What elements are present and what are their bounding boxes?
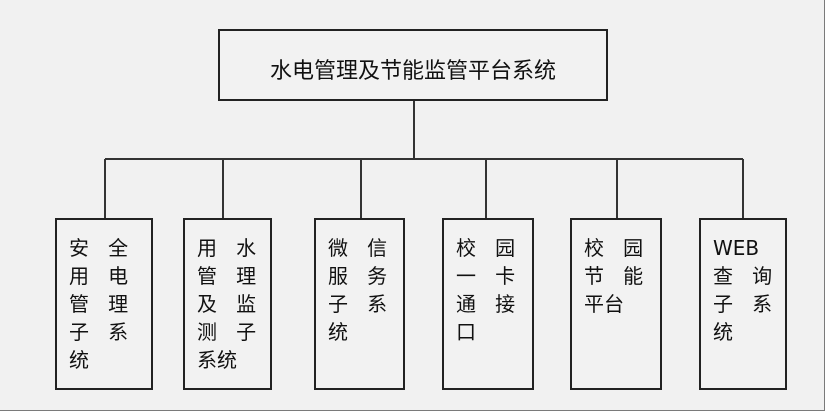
child-node-2-line-1: 用 水 bbox=[197, 236, 257, 260]
child-node-4-line-3: 通 接 bbox=[456, 292, 516, 316]
child-node-box-1: 安 全 用 电 管 理 子 系 统 bbox=[55, 218, 153, 390]
child-node-box-3: 微 信 服 务 子 系 统 bbox=[314, 218, 405, 390]
child-node-2-line-2: 管 理 bbox=[197, 264, 257, 288]
child-node-3-line-2: 服 务 bbox=[328, 264, 388, 288]
root-node-title: 水电管理及节能监管平台系统 bbox=[269, 59, 556, 84]
root-node-box: 水电管理及节能监管平台系统 bbox=[218, 29, 608, 101]
child-node-6-line-4: 统 bbox=[713, 320, 733, 344]
child-node-4-line-1: 校 园 bbox=[456, 236, 516, 260]
child-node-2-line-3: 及 监 bbox=[197, 292, 257, 316]
child-node-box-6: WEB 查 询 子 系 统 bbox=[699, 218, 787, 390]
child-node-1-line-2: 用 电 bbox=[69, 264, 129, 288]
child-node-6-line-1: WEB bbox=[713, 236, 760, 260]
child-node-6-line-3: 子 系 bbox=[713, 292, 773, 316]
child-node-5-line-2: 节 能 bbox=[584, 264, 644, 288]
child-node-4-line-4: 口 bbox=[456, 320, 476, 344]
child-node-2-line-4: 测 子 bbox=[197, 320, 257, 344]
child-node-box-2: 用 水 管 理 及 监 测 子 系统 bbox=[183, 218, 272, 390]
child-node-3-line-3: 子 系 bbox=[328, 292, 388, 316]
child-node-1-line-3: 管 理 bbox=[69, 292, 129, 316]
child-node-3-line-4: 统 bbox=[328, 320, 348, 344]
child-node-2-line-5: 系统 bbox=[197, 348, 237, 372]
child-node-1-line-5: 统 bbox=[69, 348, 89, 372]
child-node-1-line-1: 安 全 bbox=[69, 236, 129, 260]
child-node-4-line-2: 一 卡 bbox=[456, 264, 516, 288]
child-node-box-4: 校 园 一 卡 通 接 口 bbox=[442, 218, 534, 390]
child-node-1-line-4: 子 系 bbox=[69, 320, 129, 344]
child-node-box-5: 校 园 节 能 平台 bbox=[570, 218, 662, 390]
child-node-5-line-1: 校 园 bbox=[584, 236, 644, 260]
child-node-3-line-1: 微 信 bbox=[328, 236, 388, 260]
child-node-6-line-2: 查 询 bbox=[713, 264, 773, 288]
child-node-5-line-3: 平台 bbox=[584, 292, 624, 316]
